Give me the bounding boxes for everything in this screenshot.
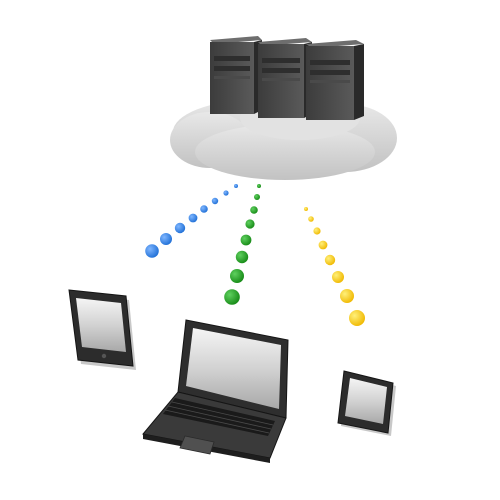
tablet [68, 289, 136, 370]
laptop-keyboard [163, 398, 275, 436]
laptop [142, 319, 289, 463]
phone [337, 370, 396, 436]
green-link [224, 184, 261, 305]
yellow-link [304, 207, 365, 326]
server-rack-3 [306, 40, 364, 120]
server-rack-2 [258, 38, 312, 118]
server-rack-1 [210, 36, 262, 114]
blue-link [145, 184, 238, 258]
